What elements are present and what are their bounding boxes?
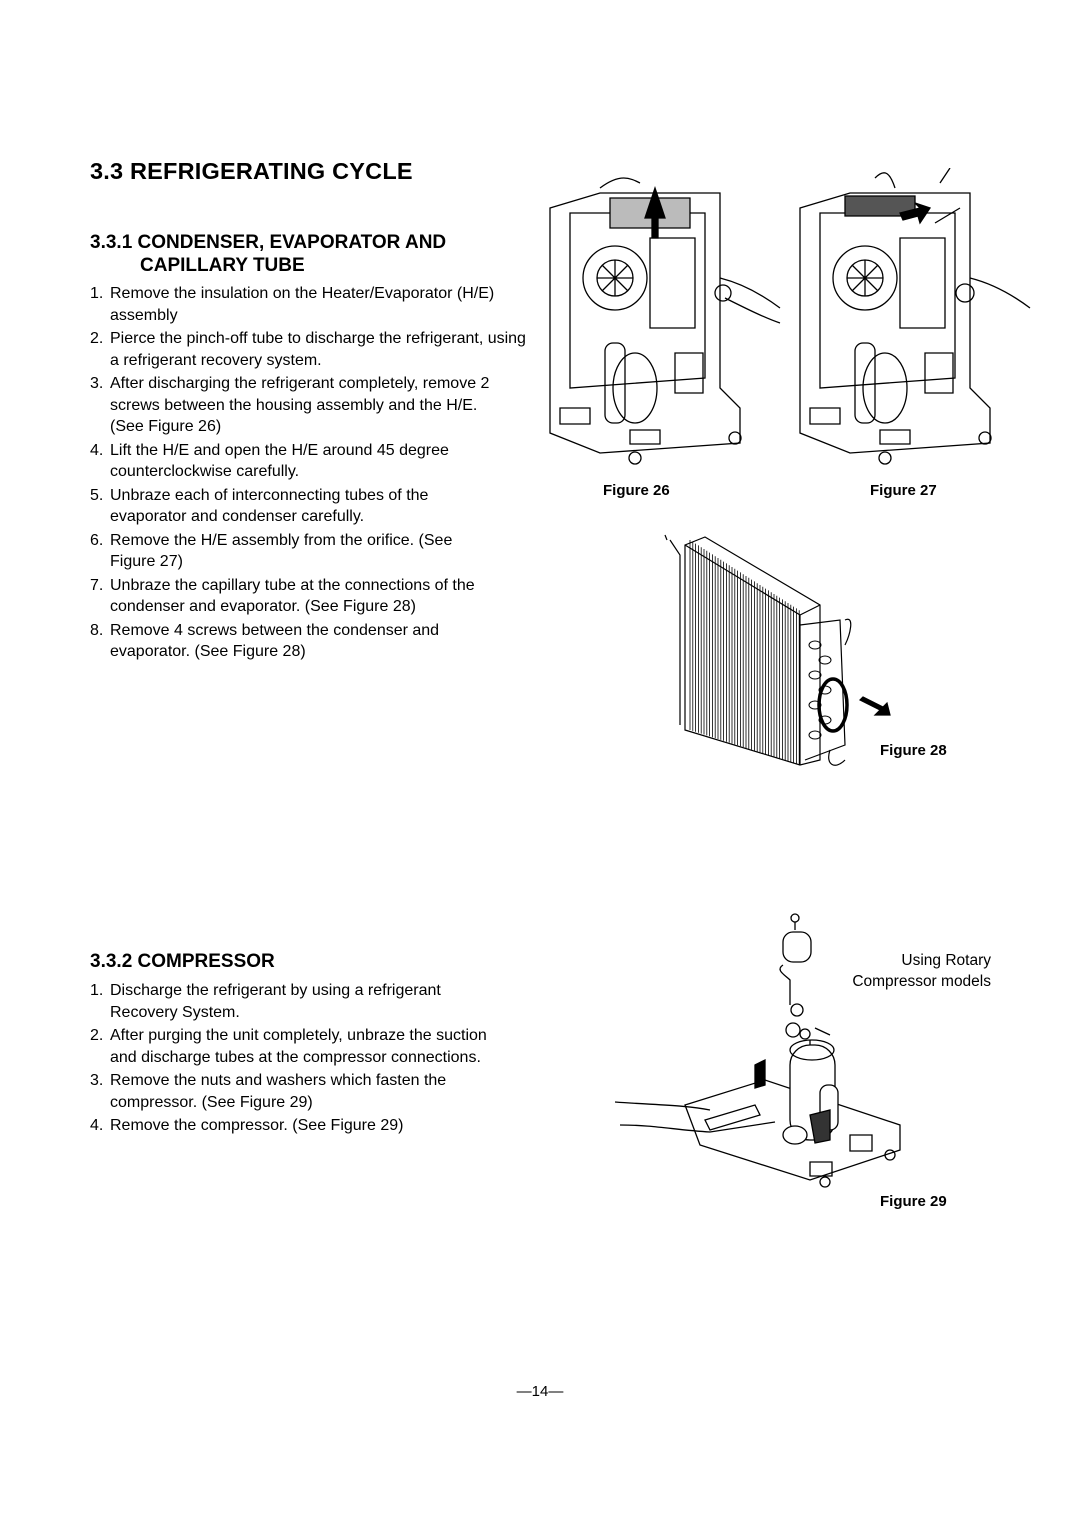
- figure-26-label: Figure 26: [603, 482, 670, 499]
- section-heading-compressor: 3.3.2 COMPRESSOR: [90, 951, 275, 972]
- step-item: 7.Unbraze the capillary tube at the conn…: [90, 576, 475, 616]
- section-heading-condenser: 3.3.1 CONDENSER, EVAPORATOR AND CAPILLAR…: [90, 231, 446, 277]
- step-item: 4.Remove the compressor. (See Figure 29): [90, 1117, 404, 1134]
- condenser-steps: 1.Remove the insulation on the Heater/Ev…: [90, 283, 530, 665]
- figure-29-illustration: [615, 910, 955, 1190]
- step-item: 2.After purging the unit completely, unb…: [90, 1027, 487, 1066]
- step-item: 2.Pierce the pinch-off tube to discharge…: [90, 330, 526, 369]
- compressor-steps: 1.Discharge the refrigerant by using a r…: [90, 980, 510, 1139]
- step-item: 5.Unbraze each of interconnecting tubes …: [90, 486, 429, 526]
- heading-line: 3.3.1 CONDENSER, EVAPORATOR AND: [90, 232, 447, 253]
- figure-27-label: Figure 27: [870, 482, 937, 499]
- step-item: 6.Remove the H/E assembly from the orifi…: [90, 531, 453, 571]
- step-item: 3.After discharging the refrigerant comp…: [90, 375, 490, 435]
- page-number: —14—: [516, 1383, 564, 1400]
- figure-28-label: Figure 28: [880, 742, 947, 759]
- step-item: 8.Remove 4 screws between the condenser …: [90, 621, 440, 661]
- page-title: 3.3 REFRIGERATING CYCLE: [90, 158, 413, 184]
- step-item: 3.Remove the nuts and washers which fast…: [90, 1072, 447, 1111]
- figure-29-label: Figure 29: [880, 1193, 947, 1210]
- figure-26-illustration: [540, 168, 790, 473]
- figure-27-illustration: [795, 168, 1035, 473]
- step-item: 1.Remove the insulation on the Heater/Ev…: [90, 285, 495, 324]
- heading-line: CAPILLARY TUBE: [140, 255, 305, 276]
- figure-28-illustration: [655, 525, 905, 770]
- step-item: 1.Discharge the refrigerant by using a r…: [90, 982, 441, 1021]
- step-item: 4.Lift the H/E and open the H/E around 4…: [90, 441, 449, 481]
- figure-29-note: Using Rotary Compressor models: [852, 952, 991, 990]
